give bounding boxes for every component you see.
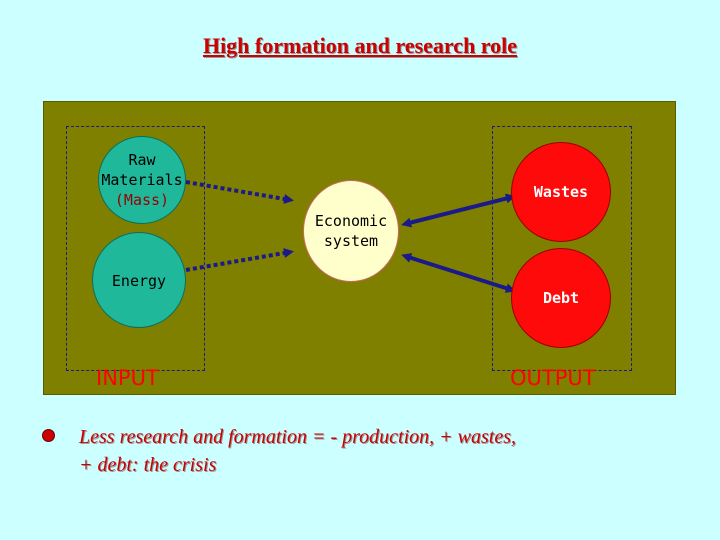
wastes-label: Wastes (533, 183, 589, 201)
raw-materials-line3: (Mass) (114, 191, 170, 209)
input-label: INPUT (96, 366, 159, 390)
energy-node: Energy (92, 232, 186, 328)
debt-node: Debt (511, 248, 611, 348)
economic-system-node: Economic system (303, 180, 399, 282)
output-label: OUTPUT (510, 366, 596, 390)
wastes-node: Wastes (511, 142, 611, 242)
output-group-box (492, 126, 632, 371)
economic-system-line2: system (323, 232, 379, 250)
bullet-text: Less research and formation = - producti… (79, 423, 679, 479)
bullet-line2: + debt: the crisis (79, 454, 217, 476)
input-group-box (66, 126, 205, 371)
raw-materials-node: Raw Materials (Mass) (98, 136, 186, 224)
bullet-line1: Less research and formation = - producti… (79, 426, 516, 448)
economy-debt-arrow (401, 253, 516, 293)
energy-to-economy-arrow (185, 248, 294, 272)
energy-label: Energy (111, 272, 167, 290)
slide-title: High formation and research role (202, 33, 518, 58)
bullet-icon (42, 429, 55, 442)
debt-label: Debt (542, 289, 580, 307)
raw-materials-line2: Materials (101, 171, 183, 189)
economic-system-line1: Economic (314, 212, 388, 230)
economy-wastes-arrow (401, 193, 516, 228)
raw-materials-to-economy-arrow (185, 180, 294, 204)
raw-materials-line1: Raw (128, 151, 156, 169)
